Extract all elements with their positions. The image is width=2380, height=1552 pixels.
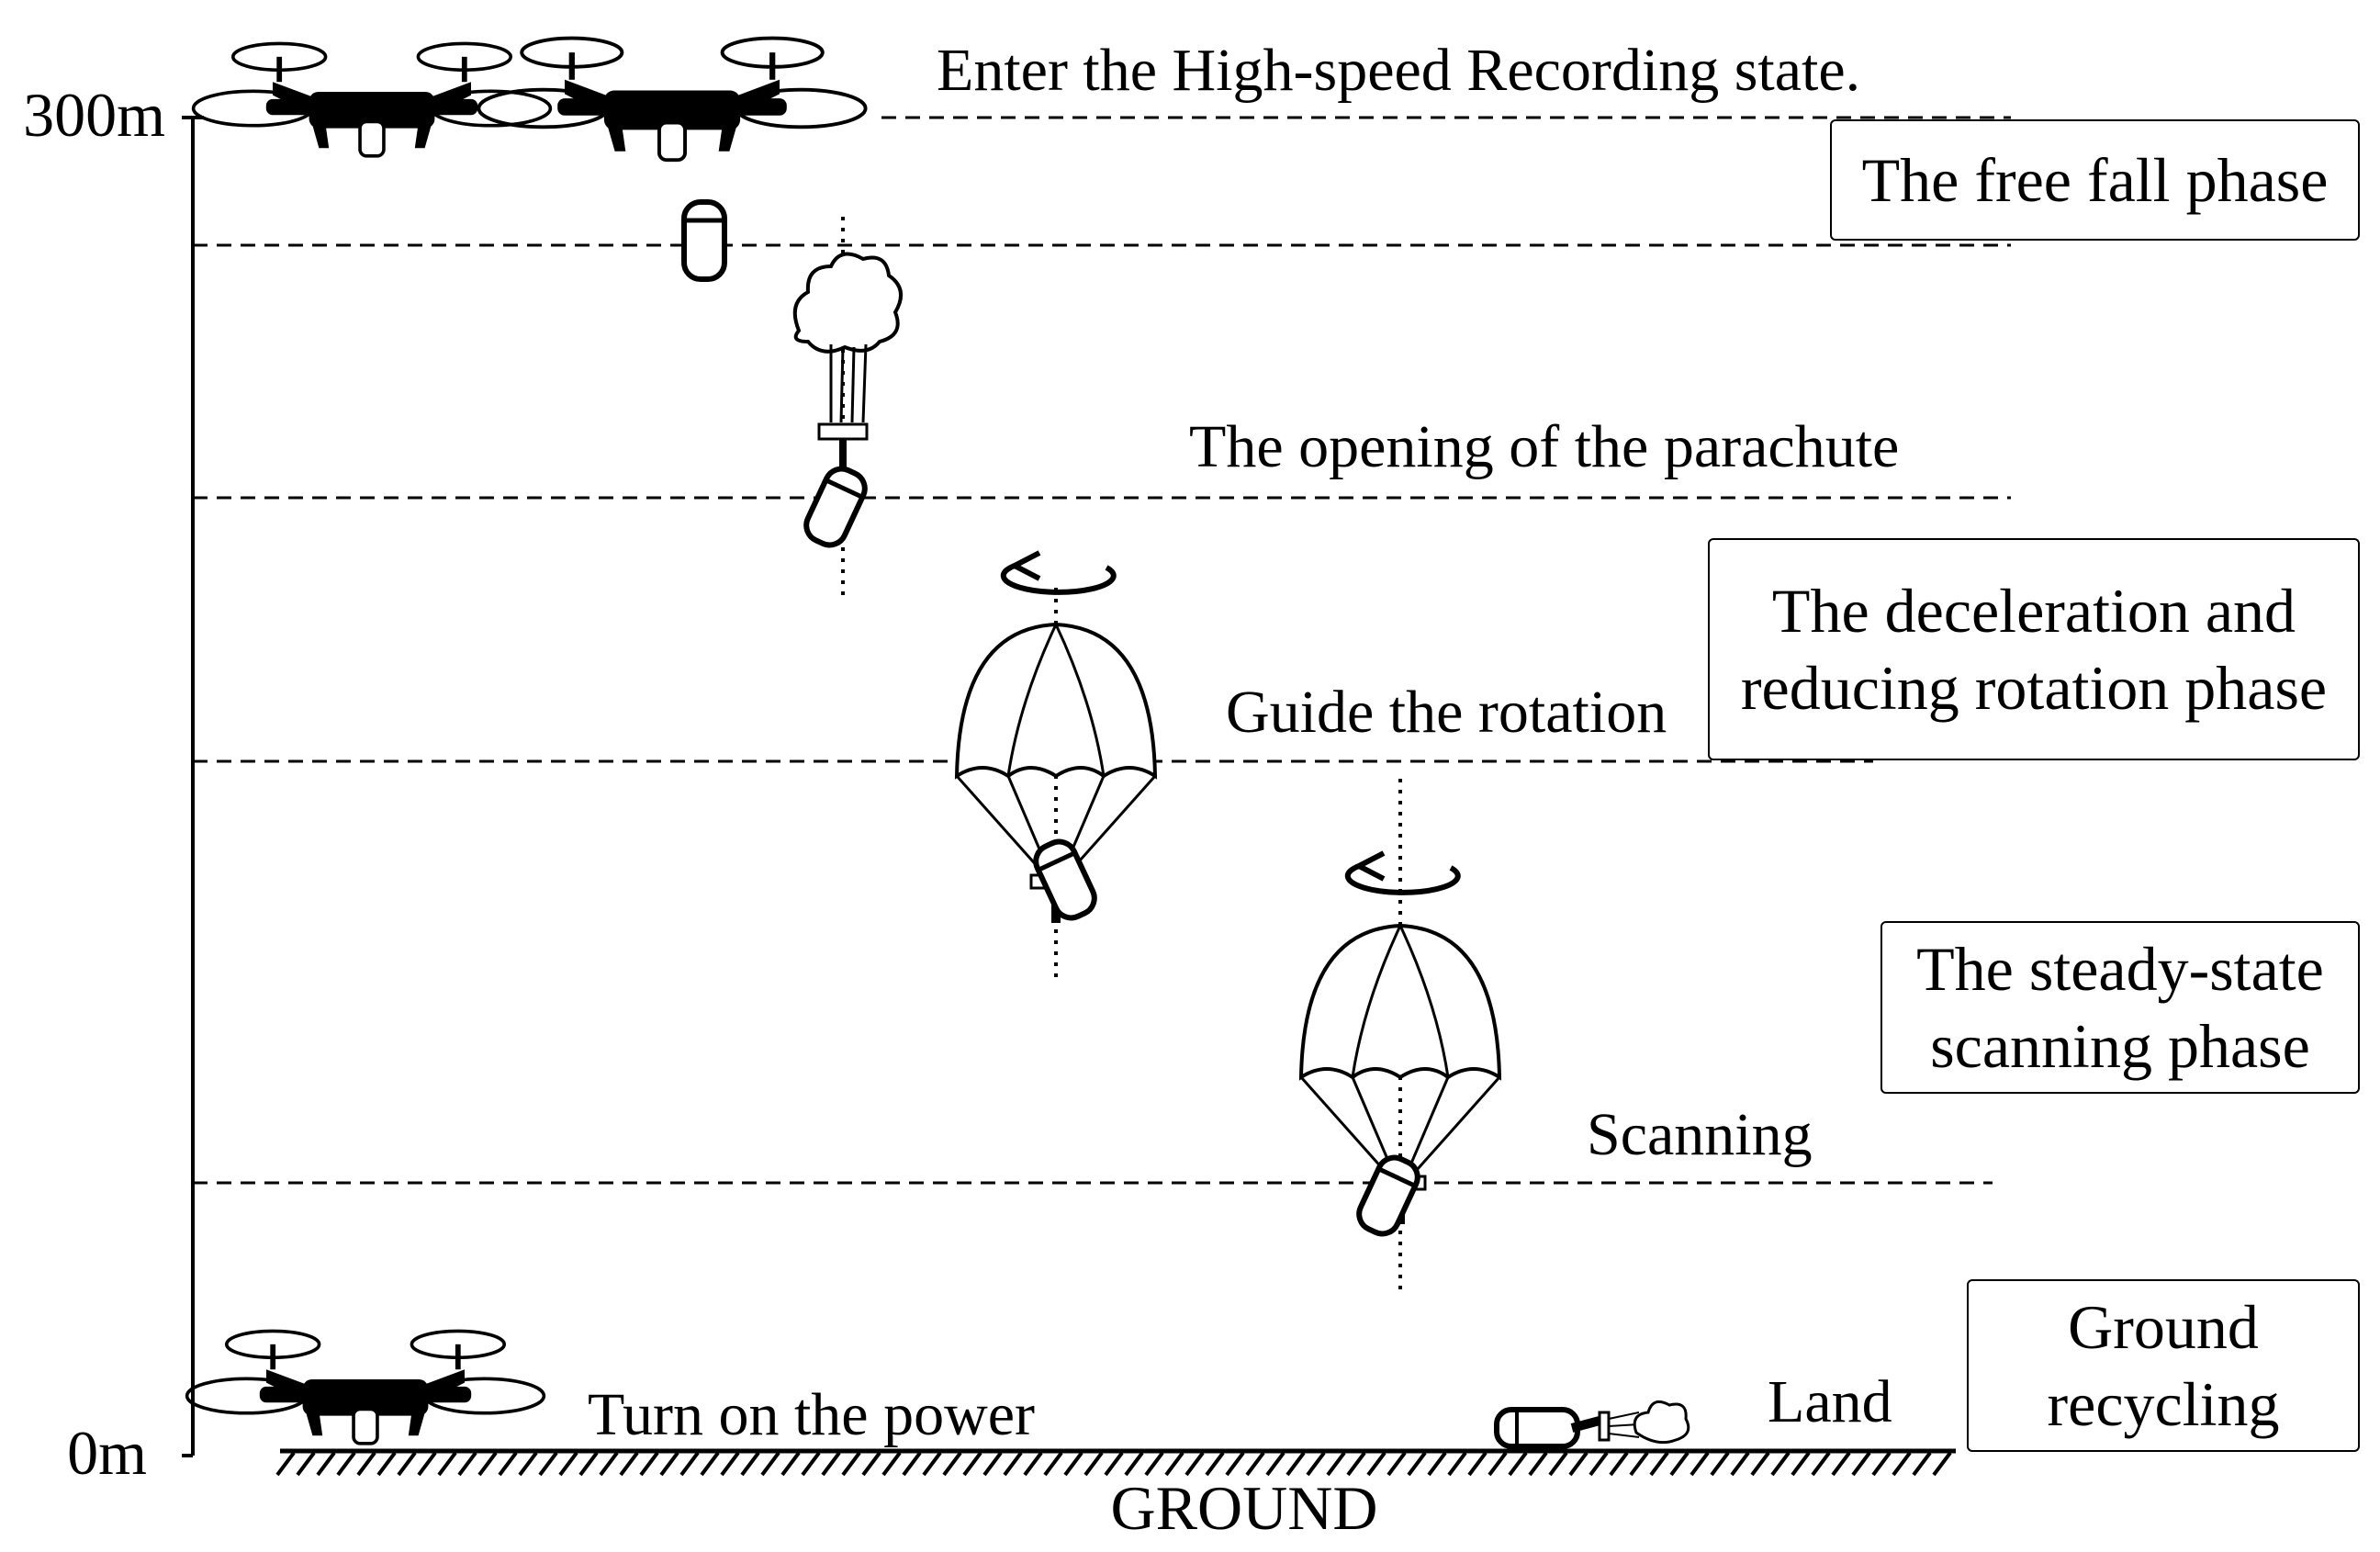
phase-ground-line1: Ground (2068, 1292, 2259, 1362)
phase-ground-line2: recycling (2047, 1369, 2280, 1439)
event-turn-on-power: Turn on the power (588, 1381, 1035, 1448)
phase-steady-line2: scanning phase (1930, 1011, 2310, 1081)
phase-box-free-fall: The free fall phase (1830, 119, 2360, 241)
phase-free-fall-text: The free fall phase (1861, 145, 2329, 215)
altitude-label-bottom: 0m (67, 1418, 147, 1488)
rotation-arrow-icon (1004, 553, 1114, 592)
capsule-icon (1353, 1153, 1422, 1240)
ground-label: GROUND (1111, 1473, 1378, 1543)
rotation-arrow-icon (1348, 853, 1458, 893)
phase-box-steady-state: The steady-state scanning phase (1880, 921, 2360, 1094)
event-scanning: Scanning (1587, 1101, 1813, 1168)
altitude-label-top: 300m (23, 80, 165, 150)
ground-surface (275, 1448, 1956, 1477)
drone-icon (194, 43, 551, 155)
phase-box-ground-recycling: Ground recycling (1967, 1279, 2360, 1452)
event-high-speed-recording: Enter the High-speed Recording state. (937, 37, 1860, 104)
event-guide-rotation: Guide the rotation (1226, 679, 1667, 746)
smoke-icon (792, 252, 904, 473)
landed-capsule-icon (1494, 1400, 1690, 1449)
phase-steady-line1: The steady-state (1916, 934, 2324, 1004)
capsule-icon (684, 202, 724, 279)
event-parachute-opening: The opening of the parachute (1189, 413, 1899, 480)
event-land: Land (1768, 1368, 1892, 1435)
drone-icon (187, 1331, 544, 1443)
phase-box-deceleration: The deceleration and reducing rotation p… (1708, 538, 2360, 760)
phase-deceleration-line2: reducing rotation phase (1740, 653, 2328, 723)
phase-deceleration-line1: The deceleration and (1771, 576, 2296, 646)
capsule-icon (801, 464, 870, 551)
